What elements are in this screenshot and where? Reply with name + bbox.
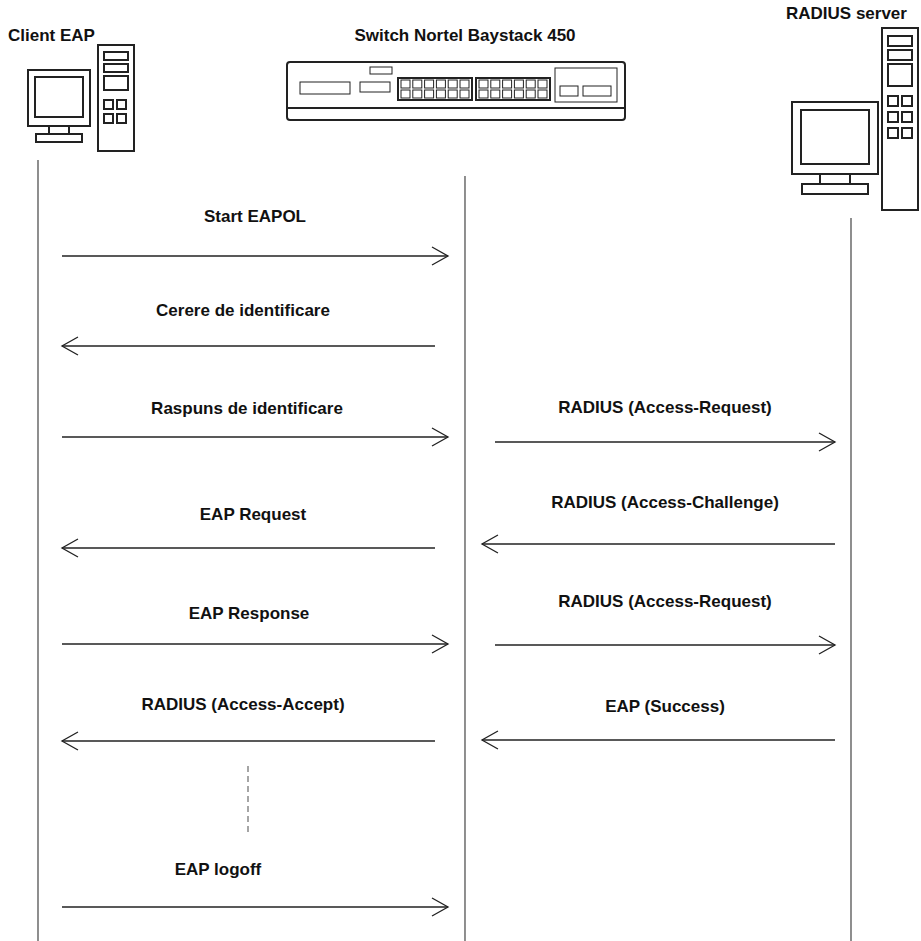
message-label: RADIUS (Access-Request) — [556, 398, 774, 418]
arrow-shaft — [495, 441, 835, 442]
arrow-shaft — [62, 255, 448, 256]
port — [460, 90, 469, 98]
port — [436, 80, 445, 88]
arrow-shaft — [495, 644, 835, 645]
participant-name: RADIUS server — [786, 4, 907, 24]
arrow-shaft — [62, 436, 448, 437]
arrow-shaft — [62, 740, 435, 741]
participant: Switch Nortel Baystack 450 — [354, 26, 575, 46]
message-label: EAP Response — [187, 604, 312, 624]
lifeline — [37, 160, 38, 941]
arrow-shaft — [482, 739, 835, 740]
port — [503, 90, 512, 98]
arrow-head — [62, 539, 78, 557]
message-label: EAP logoff — [173, 860, 264, 880]
port — [479, 80, 488, 88]
arrow-head — [482, 731, 498, 749]
arrow-head — [432, 428, 448, 446]
arrow-head — [62, 732, 78, 750]
message-label: Start EAPOL — [202, 207, 308, 227]
port — [448, 90, 457, 98]
arrow-shaft — [62, 906, 448, 907]
port — [425, 90, 434, 98]
arrow-head — [819, 433, 835, 451]
client-computer-icon — [28, 45, 134, 151]
message-arrow — [62, 337, 435, 355]
port — [526, 80, 535, 88]
message-label: Raspuns de identificare — [149, 399, 345, 419]
participant: RADIUS server — [786, 4, 907, 24]
arrow-head — [62, 337, 78, 355]
message-arrow — [495, 636, 835, 654]
arrow-head — [432, 898, 448, 916]
message-arrow — [62, 635, 448, 653]
arrow-head — [432, 247, 448, 265]
lifeline — [464, 176, 465, 941]
arrow-shaft — [62, 345, 435, 346]
lifeline — [850, 218, 851, 941]
message-arrow — [62, 539, 435, 557]
participant: Client EAP — [8, 26, 95, 46]
participant-name: Client EAP — [8, 26, 95, 46]
port — [401, 80, 410, 88]
message-arrow — [482, 731, 835, 749]
continuation-dash — [247, 766, 249, 836]
port — [538, 80, 547, 88]
server-computer-icon — [792, 28, 918, 210]
message-arrow — [495, 433, 835, 451]
message-label: Cerere de identificare — [154, 301, 332, 321]
arrow-shaft — [62, 643, 448, 644]
switch-ports — [401, 80, 547, 98]
participant-name: Switch Nortel Baystack 450 — [354, 26, 575, 46]
port — [491, 90, 500, 98]
port — [491, 80, 500, 88]
message-label: RADIUS (Access-Challenge) — [549, 493, 781, 513]
port — [514, 80, 523, 88]
message-label: RADIUS (Access-Accept) — [139, 695, 346, 715]
message-arrow — [62, 428, 448, 446]
message-arrow — [62, 247, 448, 265]
port — [514, 90, 523, 98]
port — [526, 90, 535, 98]
port — [401, 90, 410, 98]
port — [460, 80, 469, 88]
port — [413, 90, 422, 98]
port — [479, 90, 488, 98]
port — [538, 90, 547, 98]
port — [448, 80, 457, 88]
port — [436, 90, 445, 98]
message-label: EAP Request — [198, 505, 308, 525]
arrow-shaft — [482, 543, 835, 544]
port — [503, 80, 512, 88]
arrow-head — [432, 635, 448, 653]
message-arrow — [62, 732, 435, 750]
arrow-head — [482, 535, 498, 553]
message-arrow — [482, 535, 835, 553]
message-label: EAP (Success) — [603, 697, 727, 717]
switch-icon — [287, 62, 625, 120]
message-label: RADIUS (Access-Request) — [556, 592, 774, 612]
message-arrow — [62, 898, 448, 916]
port — [425, 80, 434, 88]
arrow-head — [819, 636, 835, 654]
port — [413, 80, 422, 88]
arrow-shaft — [62, 547, 435, 548]
